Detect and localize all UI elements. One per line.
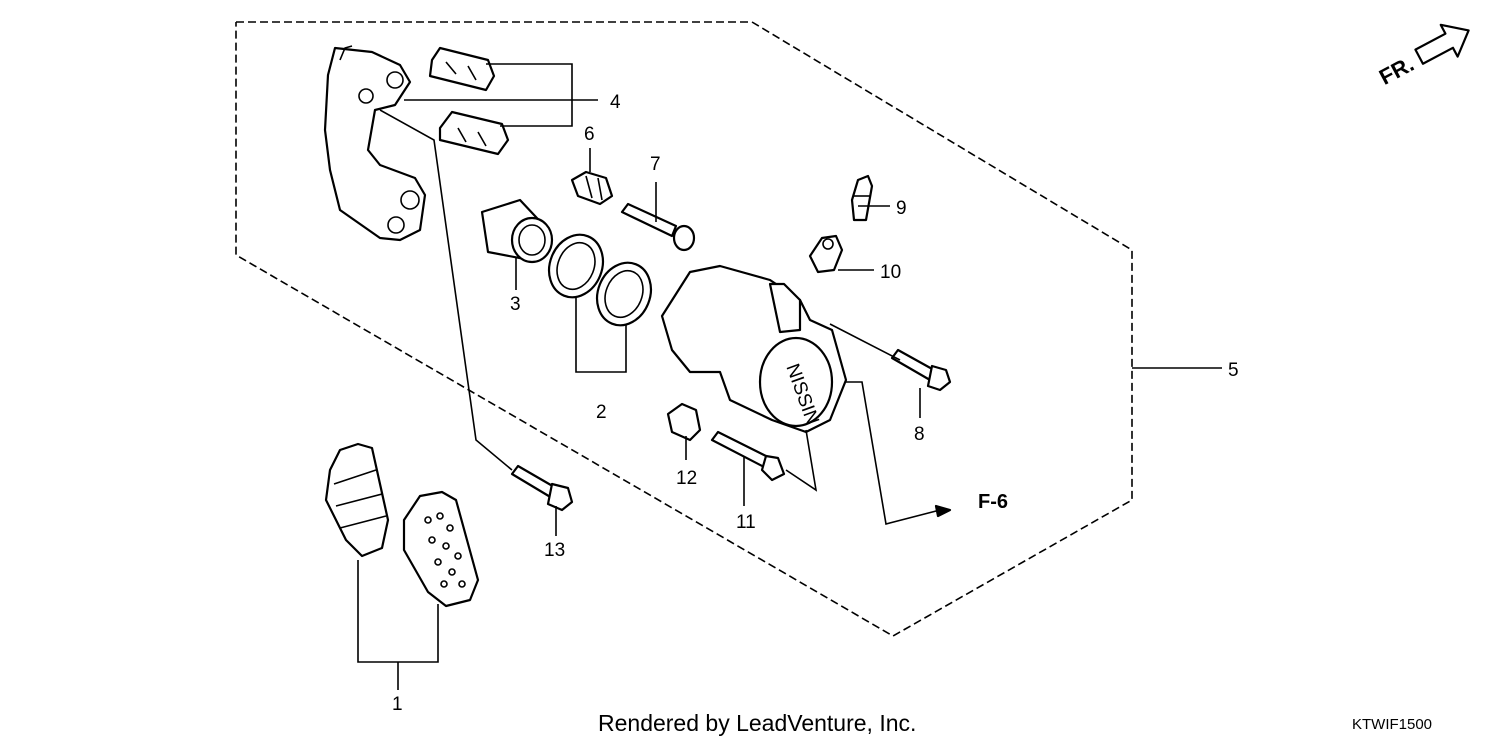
caliper-pin-bolt-upper xyxy=(620,202,696,252)
callout-6: 6 xyxy=(584,124,595,145)
callout-3: 3 xyxy=(510,294,521,315)
pin-boot xyxy=(570,170,614,206)
diagram-code: KTWIF1500 xyxy=(1352,716,1433,733)
bracket-bolt xyxy=(510,464,574,512)
callout-11: 11 xyxy=(736,512,756,533)
callout-8: 8 xyxy=(914,424,925,445)
caliper-bracket xyxy=(323,45,427,242)
callout-10: 10 xyxy=(880,262,901,283)
callout-2: 2 xyxy=(596,402,607,423)
brake-pads xyxy=(324,442,480,608)
piston xyxy=(480,198,554,264)
callout-5: 5 xyxy=(1228,360,1239,381)
assembly-boundary xyxy=(235,21,1133,637)
callout-9: 9 xyxy=(896,198,907,219)
callout-4: 4 xyxy=(610,92,621,113)
callout-1: 1 xyxy=(392,694,403,715)
front-direction-label: FR. xyxy=(1375,51,1418,90)
caliper-pin-bolt-lower xyxy=(710,430,786,482)
caliper-mounting-bolt-right xyxy=(890,348,952,392)
reference-f6: F-6 xyxy=(978,491,1008,513)
front-direction-indicator: FR. xyxy=(1375,23,1470,90)
caliper-body: NISSIN xyxy=(660,264,848,434)
piston-seals xyxy=(547,233,653,327)
leader-lines xyxy=(357,63,1222,690)
bleeder-screw xyxy=(850,174,874,222)
callout-12: 12 xyxy=(676,468,697,489)
callout-7: 7 xyxy=(650,154,661,175)
callout-13: 13 xyxy=(544,540,565,561)
credit-text: Rendered by LeadVenture, Inc. xyxy=(598,710,917,736)
pin-boot-lower xyxy=(666,402,702,442)
bleeder-cap xyxy=(808,234,844,274)
callout-labels: 1 2 3 4 5 6 7 8 9 10 11 12 13 F-6 xyxy=(392,92,1239,715)
pad-spring-clips xyxy=(428,46,510,156)
